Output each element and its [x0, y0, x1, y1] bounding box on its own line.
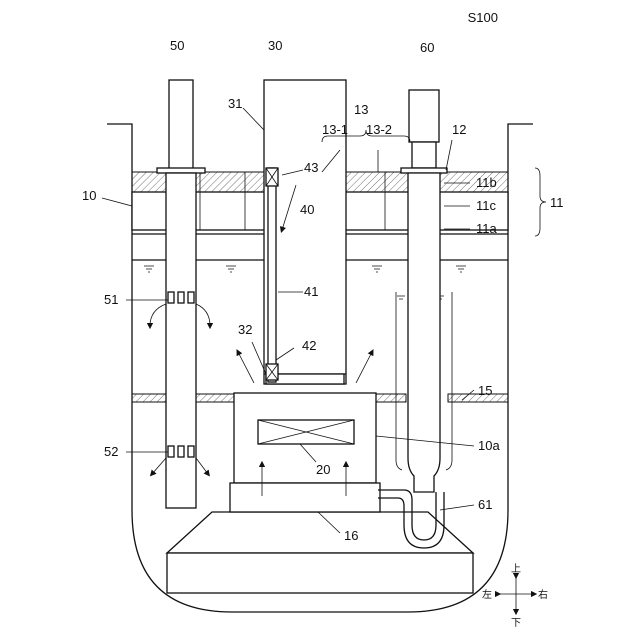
direction-right: 右: [538, 588, 548, 601]
pipe-60-top: [409, 90, 439, 142]
direction-compass: [498, 576, 534, 612]
label-42: 42: [302, 338, 316, 353]
label-43: 43: [304, 160, 318, 175]
core-base-block: [230, 483, 380, 512]
label-20: 20: [316, 462, 330, 477]
label-13: 13: [354, 102, 368, 117]
label-51: 51: [104, 292, 118, 307]
label-31: 31: [228, 96, 242, 111]
label-11b: 11b: [476, 175, 497, 190]
pipe-50: [166, 173, 196, 508]
label-60: 60: [420, 40, 434, 55]
label-16: 16: [344, 528, 358, 543]
openings-51: [168, 292, 194, 303]
label-11c: 11c: [476, 198, 496, 213]
label-13-1: 13-1: [322, 122, 348, 137]
label-32: 32: [238, 322, 252, 337]
figure-id: S100: [468, 10, 498, 25]
pipe-50-top: [169, 80, 193, 172]
direction-left: 左: [482, 588, 492, 601]
label-10a: 10a: [478, 438, 500, 453]
openings-52: [168, 446, 194, 457]
label-11: 11: [550, 195, 564, 210]
label-40: 40: [300, 202, 314, 217]
label-12: 12: [452, 122, 466, 137]
plate-15-right: [376, 394, 406, 402]
label-50: 50: [170, 38, 184, 53]
direction-down: 下: [511, 618, 521, 629]
label-10: 10: [82, 188, 96, 203]
label-11a: 11a: [476, 221, 497, 236]
direction-up: 上: [511, 563, 521, 575]
label-30: 30: [268, 38, 282, 53]
label-41: 41: [304, 284, 318, 299]
core-support-16: [167, 512, 473, 553]
rod-41: [268, 168, 276, 382]
label-15: 15: [478, 383, 492, 398]
label-52: 52: [104, 444, 118, 459]
label-61: 61: [478, 497, 492, 512]
label-13-2: 13-2: [366, 122, 392, 137]
pipe-60: [408, 173, 440, 492]
